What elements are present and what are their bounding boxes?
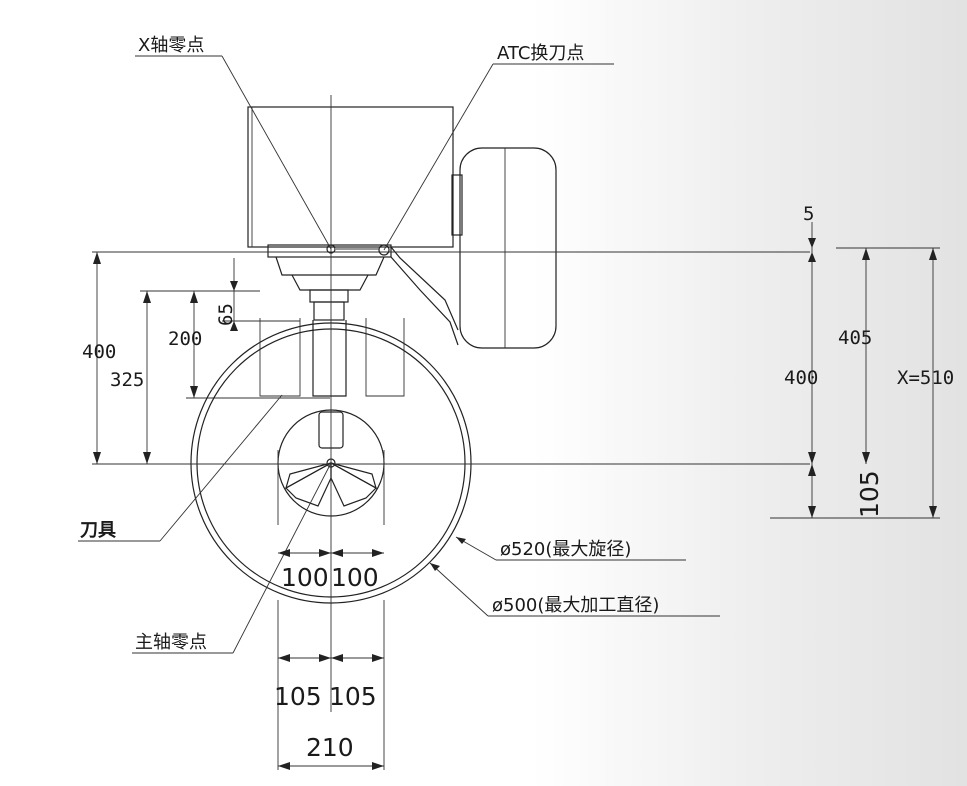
- dim-405: 405: [838, 327, 872, 349]
- dim-5: 5: [803, 203, 814, 225]
- label-atc-point: ATC换刀点: [497, 43, 584, 64]
- dim-105-left: 105: [274, 682, 322, 711]
- leader-lines: [78, 55, 720, 654]
- dim-100-right: 100: [331, 563, 379, 592]
- label-dia-520: ø520(最大旋径): [500, 539, 631, 560]
- x-zero-marker: [326, 244, 336, 254]
- dim-105-right: 105: [855, 470, 884, 518]
- dim-65: 65: [215, 303, 237, 326]
- label-dia-500: ø500(最大加工直径): [492, 595, 659, 616]
- dim-400-right: 400: [784, 367, 818, 389]
- dim-200: 200: [168, 328, 202, 350]
- dim-x510: X=510: [897, 367, 954, 389]
- tool-slots: [186, 318, 405, 399]
- left-dimensions: [93, 252, 300, 464]
- turret-head: [247, 106, 459, 346]
- label-tool: 刀具: [80, 520, 116, 541]
- bottom-dimensions: [277, 549, 385, 770]
- dim-100-left: 100: [281, 563, 329, 592]
- dim-325: 325: [110, 369, 144, 391]
- dim-210: 210: [306, 733, 354, 762]
- dim-400-left: 400: [82, 341, 116, 363]
- label-x-axis-zero: X轴零点: [138, 35, 204, 56]
- label-spindle-zero: 主轴零点: [135, 632, 207, 653]
- tool-disc: [451, 147, 557, 349]
- right-dimensions: [808, 222, 937, 518]
- atc-marker: [378, 244, 390, 256]
- dim-105-right-bottom: 105: [329, 682, 377, 711]
